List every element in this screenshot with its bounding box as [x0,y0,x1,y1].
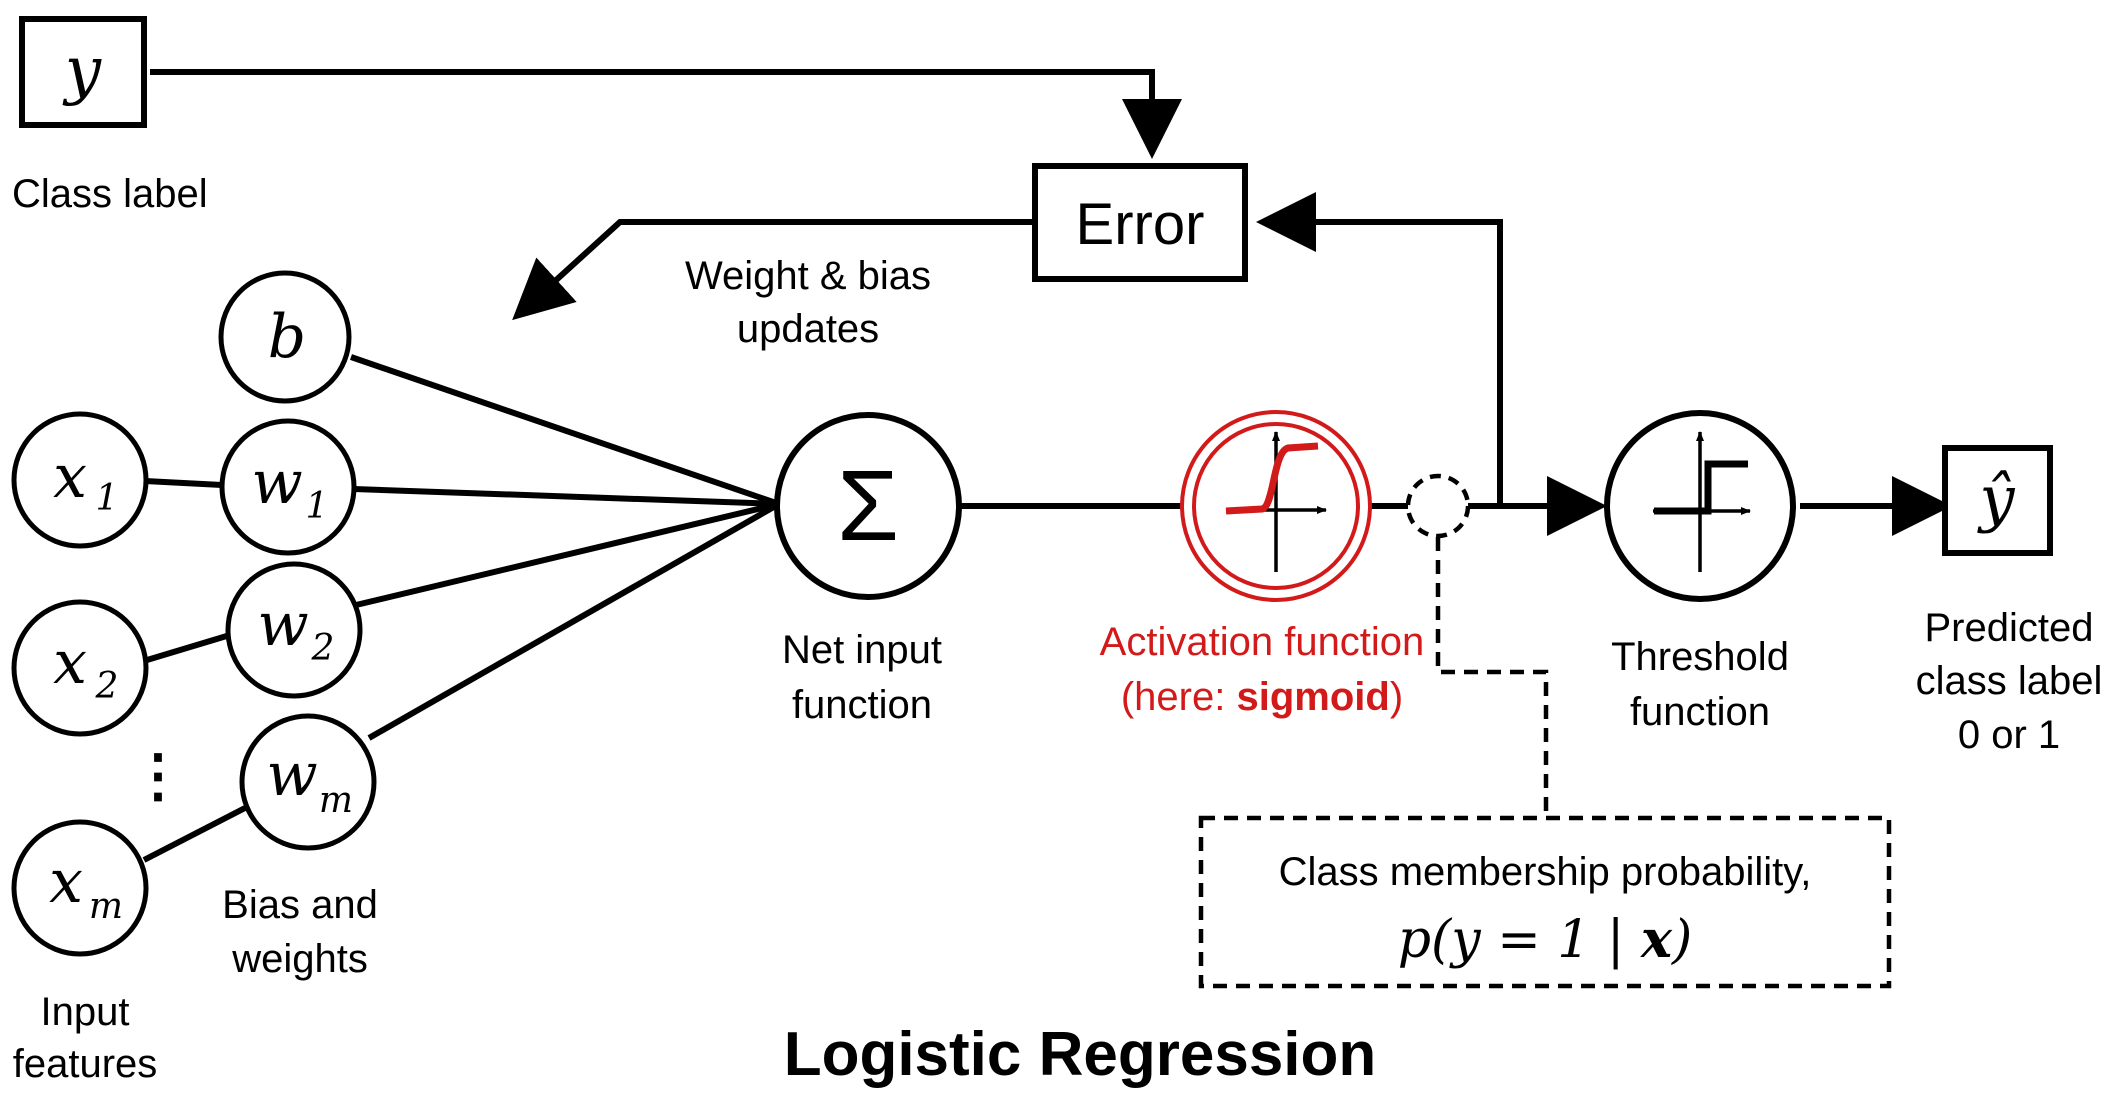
input-features-line1: Input [41,990,130,1034]
svg-text:m: m [319,780,353,821]
y-hat-symbol: ŷ [1976,462,2015,535]
activation-node [1180,410,1372,602]
ellipsis-dots: ⋮ [129,743,187,808]
y-symbol: y [62,34,102,108]
input-features-line2: features [13,1042,158,1086]
net-input-line2: function [792,683,932,727]
predicted-line3: 0 or 1 [1958,713,2060,757]
probability-formula: p(y = 1 | x) [1398,909,1693,970]
x2-w2-edge [146,632,231,663]
threshold-node [1604,410,1796,602]
probability-title: Class membership probability, [1279,850,1812,894]
probability-dashed-link [1435,537,1549,818]
svg-text:w: w [251,448,302,518]
weight-node-2: w 2 [225,561,363,699]
input-node-m: x m [11,819,149,957]
predicted-line2: class label [1916,659,2103,703]
x1-w1-edge [144,478,223,488]
svg-text:2: 2 [311,628,335,669]
svg-text:1: 1 [96,478,119,519]
probability-junction [1405,473,1471,539]
xm-wm-edge [142,805,247,863]
w1-sum-edge [353,486,780,507]
diagram-title: Logistic Regression [784,1020,1377,1089]
svg-text:2: 2 [95,666,119,707]
weight-update-arrow [512,219,1035,321]
svg-text:x: x [53,442,87,512]
class-label-box: y [19,16,147,128]
bias-weights-line1: Bias and [222,883,378,927]
activation-line1: Activation function [1100,620,1425,664]
net-input-node: Σ [774,412,962,600]
step-function-icon [1653,431,1751,572]
wm-sum-edge [367,501,781,741]
bias-weights-line2: weights [231,937,368,981]
svg-text:m: m [89,886,123,927]
weight-node-1: w 1 [219,418,357,556]
svg-text:b: b [268,302,306,372]
weight-updates-line1: Weight & bias [685,254,931,298]
class-label-text: Class label [12,172,208,216]
w2-sum-edge [355,501,780,608]
predicted-line1: Predicted [1925,606,2094,650]
weight-updates-line2: updates [737,307,879,351]
svg-text:x: x [49,847,83,917]
svg-text:w: w [266,740,317,810]
error-label: Error [1076,192,1205,257]
svg-text:1: 1 [306,486,329,527]
connectors [142,69,1952,863]
bias-node: b [218,270,352,404]
input-node-2: x 2 [11,599,149,737]
prediction-box: ŷ [1942,445,2053,556]
sigmoid-icon [1225,431,1327,572]
weight-node-m: w m [239,713,377,851]
input-node-1: x 1 [11,411,149,549]
net-input-line1: Net input [782,628,942,672]
error-box: Error [1032,163,1248,282]
output-to-error-arrow [1256,192,1503,505]
b-sum-edge [350,354,780,507]
threshold-line1: Threshold [1611,635,1789,679]
svg-text:x: x [53,628,87,698]
svg-text:w: w [257,590,308,660]
sigma-symbol: Σ [837,450,899,562]
threshold-line2: function [1630,690,1770,734]
probability-box: Class membership probability, p(y = 1 | … [1198,815,1892,989]
activation-line2: (here: sigmoid) [1121,675,1403,719]
y-to-error-arrow [150,69,1182,159]
